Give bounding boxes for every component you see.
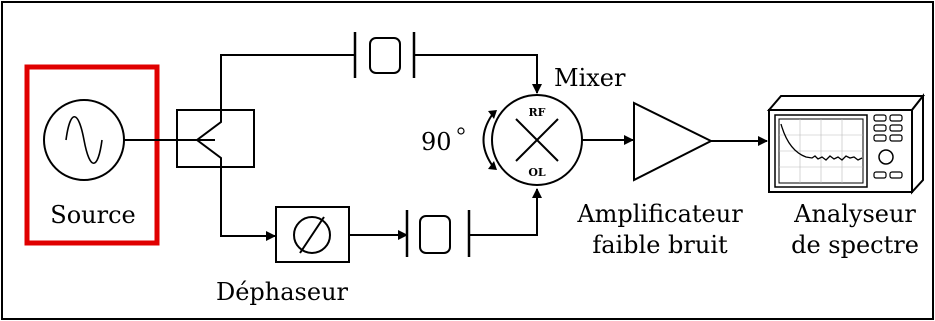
mixer-rf-port-label: RF [529, 106, 546, 119]
mixer-ol-port-label: OL [528, 166, 546, 179]
source-highlight-box [24, 64, 160, 246]
rotation-arrows-icon [482, 110, 497, 170]
amplifier-triangle-icon [633, 101, 714, 182]
phase-shifter-icon [275, 206, 350, 263]
source-label: Source [50, 201, 135, 229]
amplifier-label-line2: faible bruit [592, 231, 728, 259]
amplifier-label-line1: Amplificateur [576, 200, 743, 228]
splitter-icon [176, 109, 255, 168]
wire-splitter-upper [220, 54, 334, 110]
wire-upper-to-mixer-rf [414, 54, 542, 94]
spectrum-analyzer-icon [766, 93, 926, 195]
analyzer-label-line1: Analyseur [793, 200, 916, 228]
phase-shifter-label: Déphaseur [216, 278, 349, 306]
analyzer-label-line2: de spectre [791, 231, 919, 259]
wire-splitter-lower [220, 167, 276, 241]
degree-symbol [457, 127, 465, 135]
source-oscillator-icon [43, 99, 125, 181]
phase-angle-value: 90 [421, 128, 452, 156]
lower-delay-line-icon [405, 210, 471, 257]
mixer-label: Mixer [554, 64, 626, 92]
upper-delay-line-icon [334, 32, 416, 78]
wire-lower-to-mixer-ol [469, 188, 542, 236]
